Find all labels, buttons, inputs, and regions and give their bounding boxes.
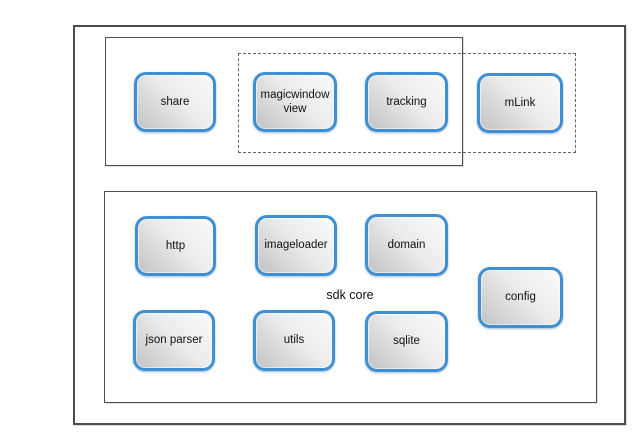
node-config-label: config	[505, 291, 536, 304]
node-http-label: http	[165, 239, 186, 252]
node-mlink: mLink	[477, 73, 563, 133]
node-json-parser-label: json parser	[145, 334, 203, 347]
node-mlink-label: mLink	[504, 96, 536, 109]
node-domain-label: domain	[387, 238, 426, 251]
node-magicwindow-view-label: magicwindow view	[260, 88, 330, 115]
node-utils: utils	[253, 310, 335, 371]
node-utils-label: utils	[283, 334, 305, 347]
node-share: share	[134, 72, 216, 132]
top-modules-group-rect	[105, 37, 463, 166]
node-magicwindow-view: magicwindow view	[253, 72, 337, 132]
outer-container-rect	[73, 25, 626, 425]
node-imageloader: imageloader	[255, 215, 337, 276]
dashed-optional-group-rect	[238, 53, 576, 153]
node-imageloader-label: imageloader	[264, 239, 328, 252]
node-tracking-label: tracking	[386, 95, 427, 108]
node-json-parser: json parser	[133, 310, 215, 371]
node-http: http	[135, 216, 216, 276]
node-tracking: tracking	[365, 72, 448, 132]
sdk-core-group-label: sdk core	[326, 288, 374, 302]
node-share-label: share	[160, 95, 190, 108]
node-domain: domain	[365, 214, 448, 276]
node-sqlite: sqlite	[365, 311, 448, 372]
sdk-core-group-rect	[104, 191, 597, 403]
node-sqlite-label: sqlite	[393, 335, 420, 348]
node-config: config	[478, 267, 563, 328]
